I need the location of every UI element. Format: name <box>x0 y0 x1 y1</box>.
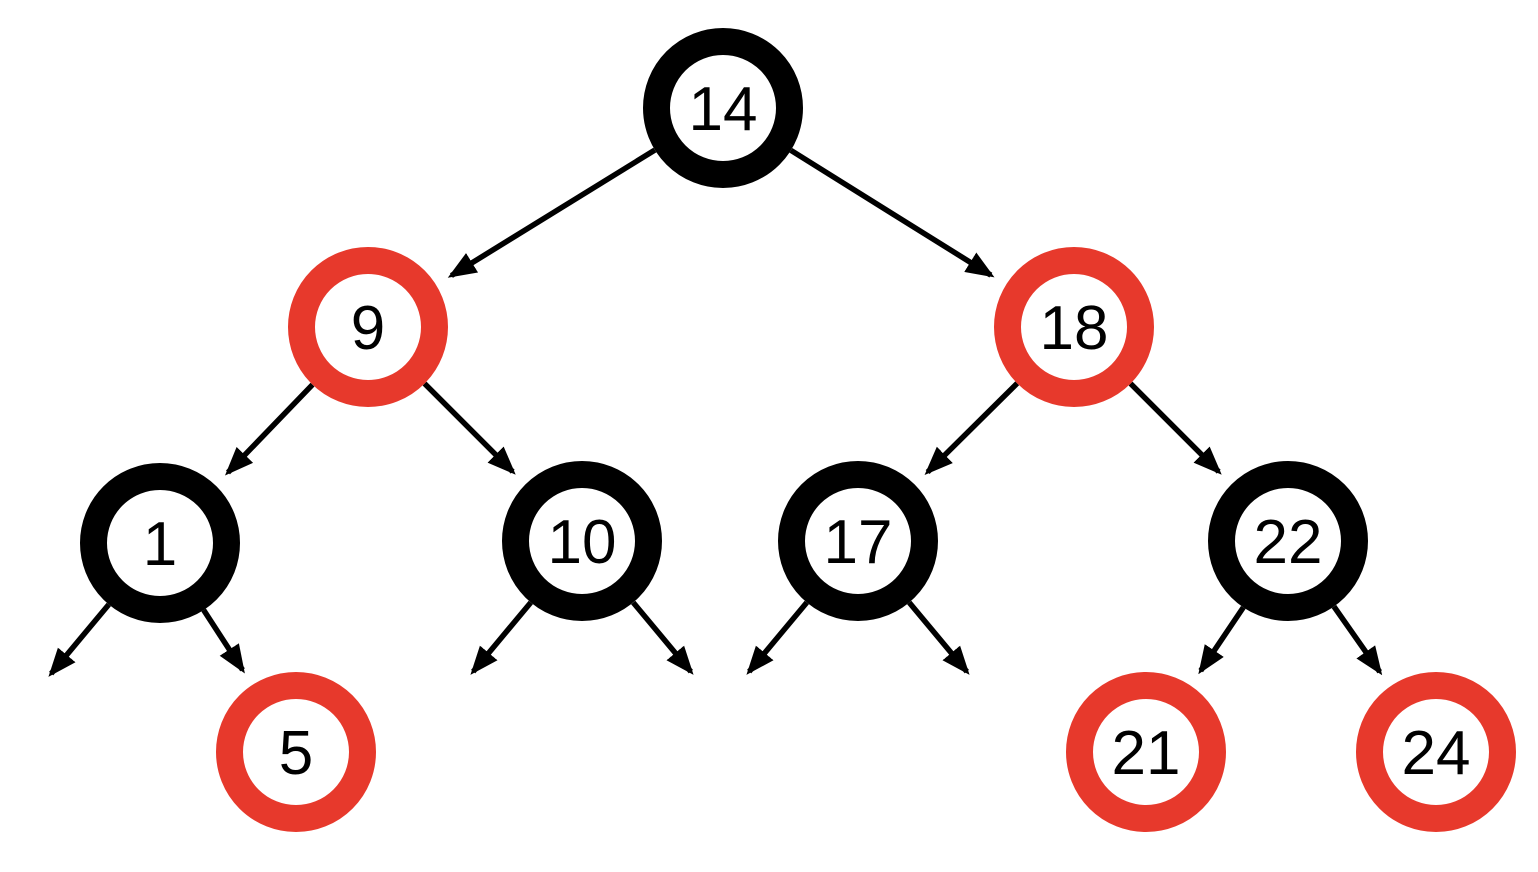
node-circle-black <box>502 461 662 621</box>
tree-node-10: 10 <box>502 461 662 621</box>
node-circle-black <box>1208 461 1368 621</box>
edge-9-10 <box>422 381 516 475</box>
edge-9-1 <box>225 382 315 476</box>
tree-node-17: 17 <box>778 461 938 621</box>
tree-node-14: 14 <box>643 28 803 188</box>
node-label: 22 <box>1254 508 1323 577</box>
node-label: 21 <box>1112 719 1181 788</box>
tree-node-21: 21 <box>1066 672 1226 832</box>
tree-node-5: 5 <box>216 672 376 832</box>
edge-14-9 <box>447 147 657 278</box>
edge-1-nil-left <box>48 602 111 677</box>
node-circle-black <box>80 463 240 623</box>
node-label: 1 <box>143 510 177 579</box>
node-label: 9 <box>351 294 385 363</box>
node-circle-red <box>288 247 448 407</box>
edge-17-nil-right <box>907 600 970 675</box>
edge-10-nil-left <box>470 600 533 675</box>
edge-22-21 <box>1198 605 1246 675</box>
edge-14-18 <box>789 148 995 278</box>
tree-node-24: 24 <box>1356 672 1516 832</box>
nodes-layer: 14 9 18 1 10 17 22 5 21 24 <box>80 28 1516 832</box>
node-label: 18 <box>1040 294 1109 363</box>
edge-10-nil-right <box>631 600 694 675</box>
node-circle-red <box>1356 672 1516 832</box>
tree-node-1: 1 <box>80 463 240 623</box>
node-label: 24 <box>1402 719 1471 788</box>
node-label: 10 <box>548 508 617 577</box>
node-circle-red <box>216 672 376 832</box>
tree-node-18: 18 <box>994 247 1154 407</box>
edges-layer <box>48 147 1383 677</box>
node-label: 5 <box>279 719 313 788</box>
node-circle-black <box>643 28 803 188</box>
edge-18-22 <box>1128 381 1222 475</box>
node-circle-red <box>994 247 1154 407</box>
edge-18-17 <box>924 381 1020 476</box>
node-circle-red <box>1066 672 1226 832</box>
edge-17-nil-left <box>746 600 809 675</box>
edge-22-24 <box>1331 604 1383 676</box>
node-circle-black <box>778 461 938 621</box>
tree-node-22: 22 <box>1208 461 1368 621</box>
tree-node-9: 9 <box>288 247 448 407</box>
node-label: 14 <box>689 75 758 144</box>
node-label: 17 <box>824 508 893 577</box>
edge-1-5 <box>201 608 245 674</box>
